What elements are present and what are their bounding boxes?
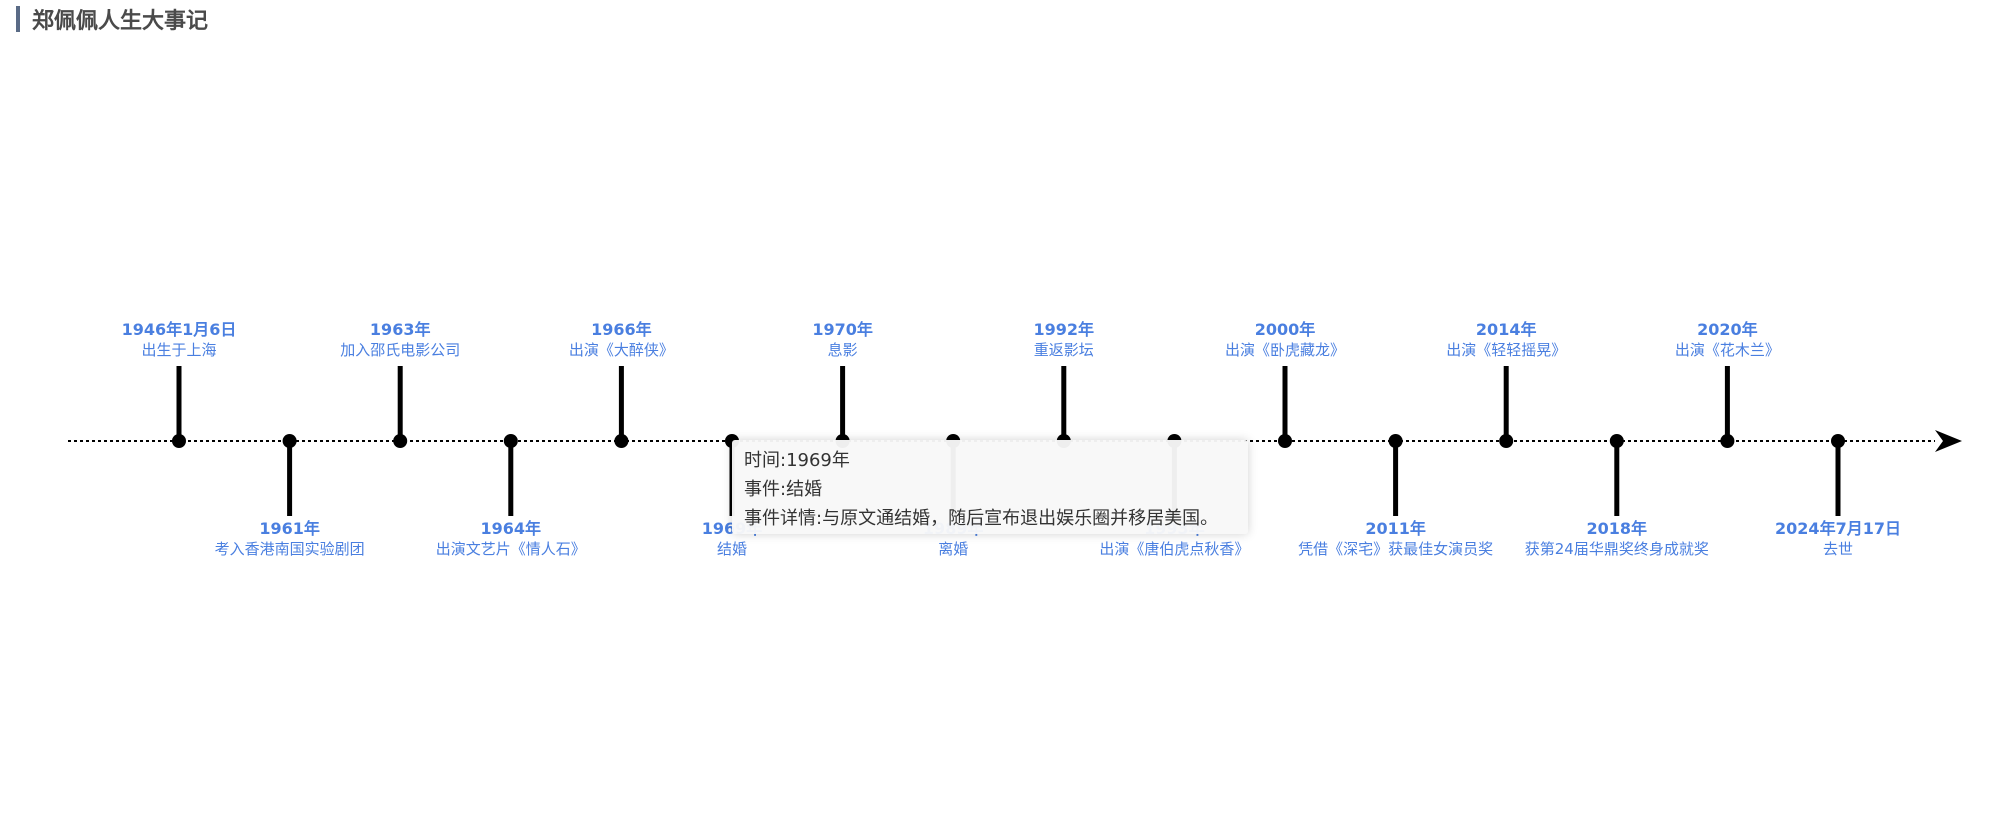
event-dot[interactable] xyxy=(393,434,408,448)
event-dot[interactable] xyxy=(503,434,518,448)
event-date: 1964年 xyxy=(481,519,542,538)
event-label: 出演《卧虎藏龙》 xyxy=(1225,341,1345,359)
event-label: 重返影坛 xyxy=(1034,341,1094,359)
event-date: 2014年 xyxy=(1476,320,1537,339)
event-dot[interactable] xyxy=(1388,434,1403,448)
event-label: 获第24届华鼎奖终身成就奖 xyxy=(1525,540,1709,558)
event-label: 离婚 xyxy=(938,540,968,558)
event-date: 1992年 xyxy=(1034,320,1095,339)
event-date: 1946年1月6日 xyxy=(122,320,237,339)
tooltip-event: 事件:结婚 xyxy=(744,479,823,500)
tooltip-time: 时间:1969年 xyxy=(744,450,850,471)
title-block: 郑佩佩人生大事记 xyxy=(16,4,208,34)
event-date: 2024年7月17日 xyxy=(1775,519,1901,538)
event-date: 1970年 xyxy=(812,320,873,339)
event-dot[interactable] xyxy=(614,434,629,448)
axis-arrow-icon xyxy=(1935,430,1962,452)
event-label: 加入邵氏电影公司 xyxy=(340,341,460,359)
event-dot[interactable] xyxy=(1720,434,1735,448)
page-title: 郑佩佩人生大事记 xyxy=(32,9,209,34)
event-label: 出演《轻轻摇晃》 xyxy=(1446,341,1566,359)
event-label: 去世 xyxy=(1823,540,1853,558)
tooltip-detail: 事件详情:与原文通结婚，随后宣布退出娱乐圈并移居美国。 xyxy=(744,508,1219,529)
event-dot[interactable] xyxy=(1278,434,1292,448)
event-label: 出生于上海 xyxy=(141,341,216,359)
event-tooltip: 时间:1969年 事件:结婚 事件详情:与原文通结婚，随后宣布退出娱乐圈并移居美… xyxy=(732,440,1248,534)
event-label: 出演《花木兰》 xyxy=(1675,341,1780,359)
event-label: 出演《大醉侠》 xyxy=(569,341,674,359)
event-label: 凭借《深宅》获最佳女演员奖 xyxy=(1298,540,1493,558)
event-dot[interactable] xyxy=(1609,434,1624,448)
event-date: 1963年 xyxy=(370,320,431,339)
event-date: 2018年 xyxy=(1587,519,1648,538)
event-label: 出演《唐伯虎点秋香》 xyxy=(1099,540,1249,558)
event-label: 息影 xyxy=(828,341,858,359)
event-label: 结婚 xyxy=(717,540,747,558)
event-date: 2000年 xyxy=(1255,320,1316,339)
event-dot[interactable] xyxy=(282,434,297,448)
title-accent-bar xyxy=(16,6,20,32)
event-dot[interactable] xyxy=(1499,434,1514,448)
event-label: 考入香港南国实验剧团 xyxy=(215,540,365,558)
event-date: 1966年 xyxy=(591,320,652,339)
event-dot[interactable] xyxy=(1831,434,1845,448)
event-date: 2011年 xyxy=(1365,519,1426,538)
event-label: 出演文艺片《情人石》 xyxy=(436,540,586,558)
event-date: 2020年 xyxy=(1697,320,1758,339)
event-date: 1961年 xyxy=(259,519,320,538)
event-dot[interactable] xyxy=(172,434,186,448)
